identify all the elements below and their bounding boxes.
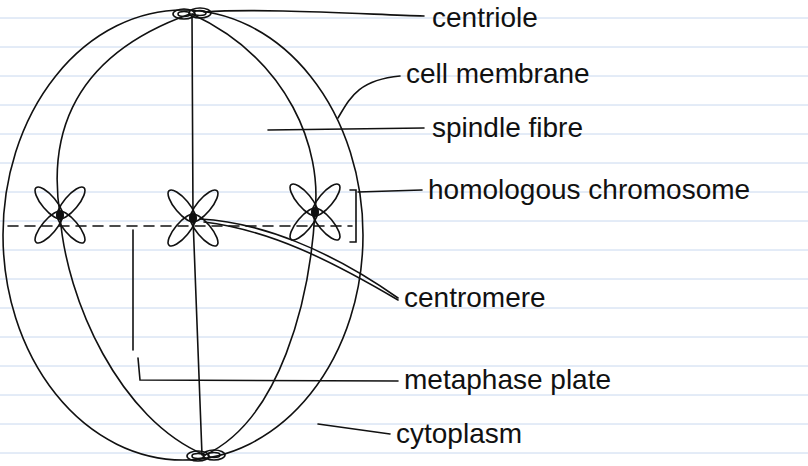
cell-membrane: [3, 10, 363, 460]
part-label: homologous chromosome: [428, 174, 750, 206]
part-label: metaphase plate: [404, 364, 611, 396]
leader-lines: [133, 11, 424, 434]
chromosome: [286, 180, 344, 244]
part-label: cytoplasm: [396, 418, 522, 450]
part-label: spindle fibre: [432, 112, 583, 144]
part-label: cell membrane: [406, 58, 590, 90]
chromosome: [31, 183, 89, 247]
spindle-fibre: [192, 14, 202, 455]
spindle-fibre: [57, 14, 205, 455]
part-label: centriole: [432, 2, 538, 34]
centriole-bottom: [187, 450, 225, 461]
centriole-top: [173, 8, 211, 19]
notebook-lines: [0, 18, 808, 453]
part-label: centromere: [404, 282, 546, 314]
chromosome: [164, 186, 222, 250]
spindle-fibre: [192, 14, 316, 455]
